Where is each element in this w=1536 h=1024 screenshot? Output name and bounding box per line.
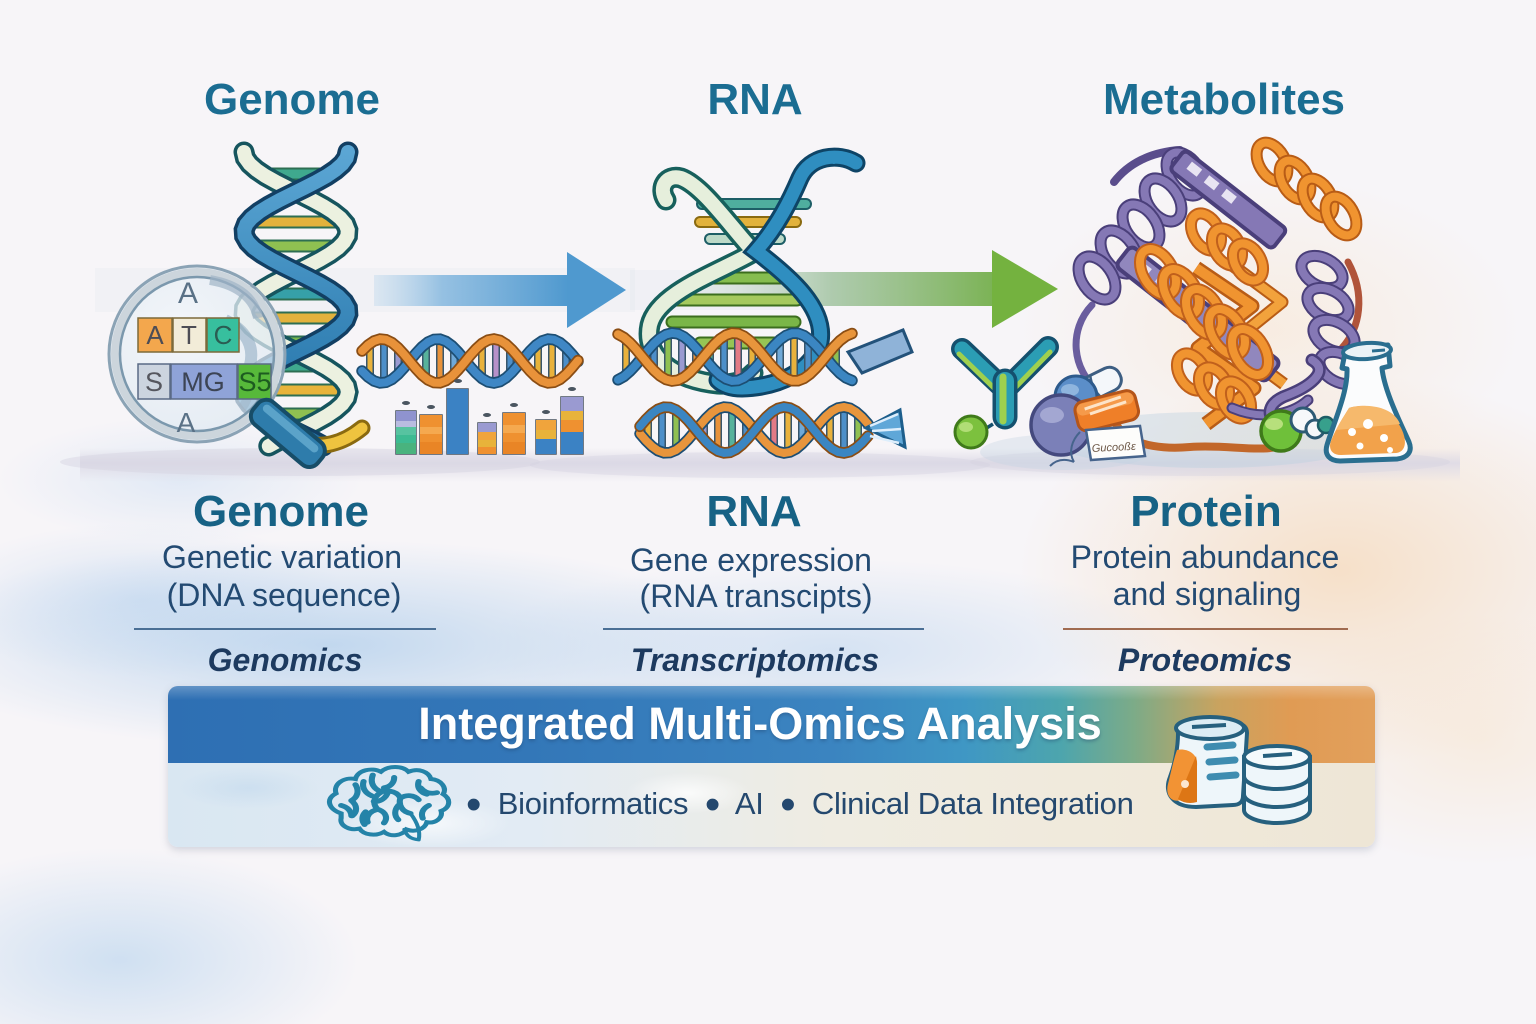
svg-text:C: C	[214, 320, 233, 350]
svg-text:MG: MG	[181, 367, 225, 397]
svg-text:Gucooßɛ: Gucooßɛ	[1092, 441, 1137, 455]
svg-text:S5: S5	[238, 367, 271, 397]
svg-text:A: A	[146, 320, 164, 350]
svg-text:A: A	[178, 277, 198, 310]
svg-text:T: T	[181, 320, 197, 350]
svg-text:S: S	[145, 367, 163, 397]
svg-text:A: A	[177, 407, 196, 438]
